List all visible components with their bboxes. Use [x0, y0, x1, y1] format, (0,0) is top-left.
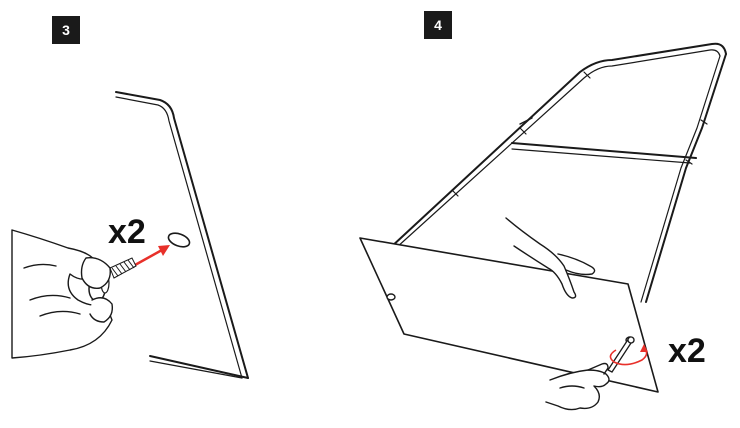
- quantity-label: x2: [668, 332, 706, 370]
- step-number-badge: 3: [52, 16, 80, 44]
- step3-panel: [115, 91, 249, 379]
- step-number-badge: 4: [424, 11, 452, 39]
- bolt-hole: [167, 232, 191, 248]
- step4-frame: [389, 42, 727, 303]
- step4-panel: [359, 237, 659, 393]
- hand-icon: [11, 229, 114, 359]
- wrench-icon: [607, 336, 635, 373]
- hand-icon: [545, 362, 610, 411]
- hand-icon: [505, 217, 596, 299]
- panel-hole-left: [386, 293, 396, 301]
- insert-arrow-icon: [134, 245, 170, 267]
- rotation-arrow-icon: [609, 344, 648, 366]
- quantity-label: x2: [108, 213, 146, 251]
